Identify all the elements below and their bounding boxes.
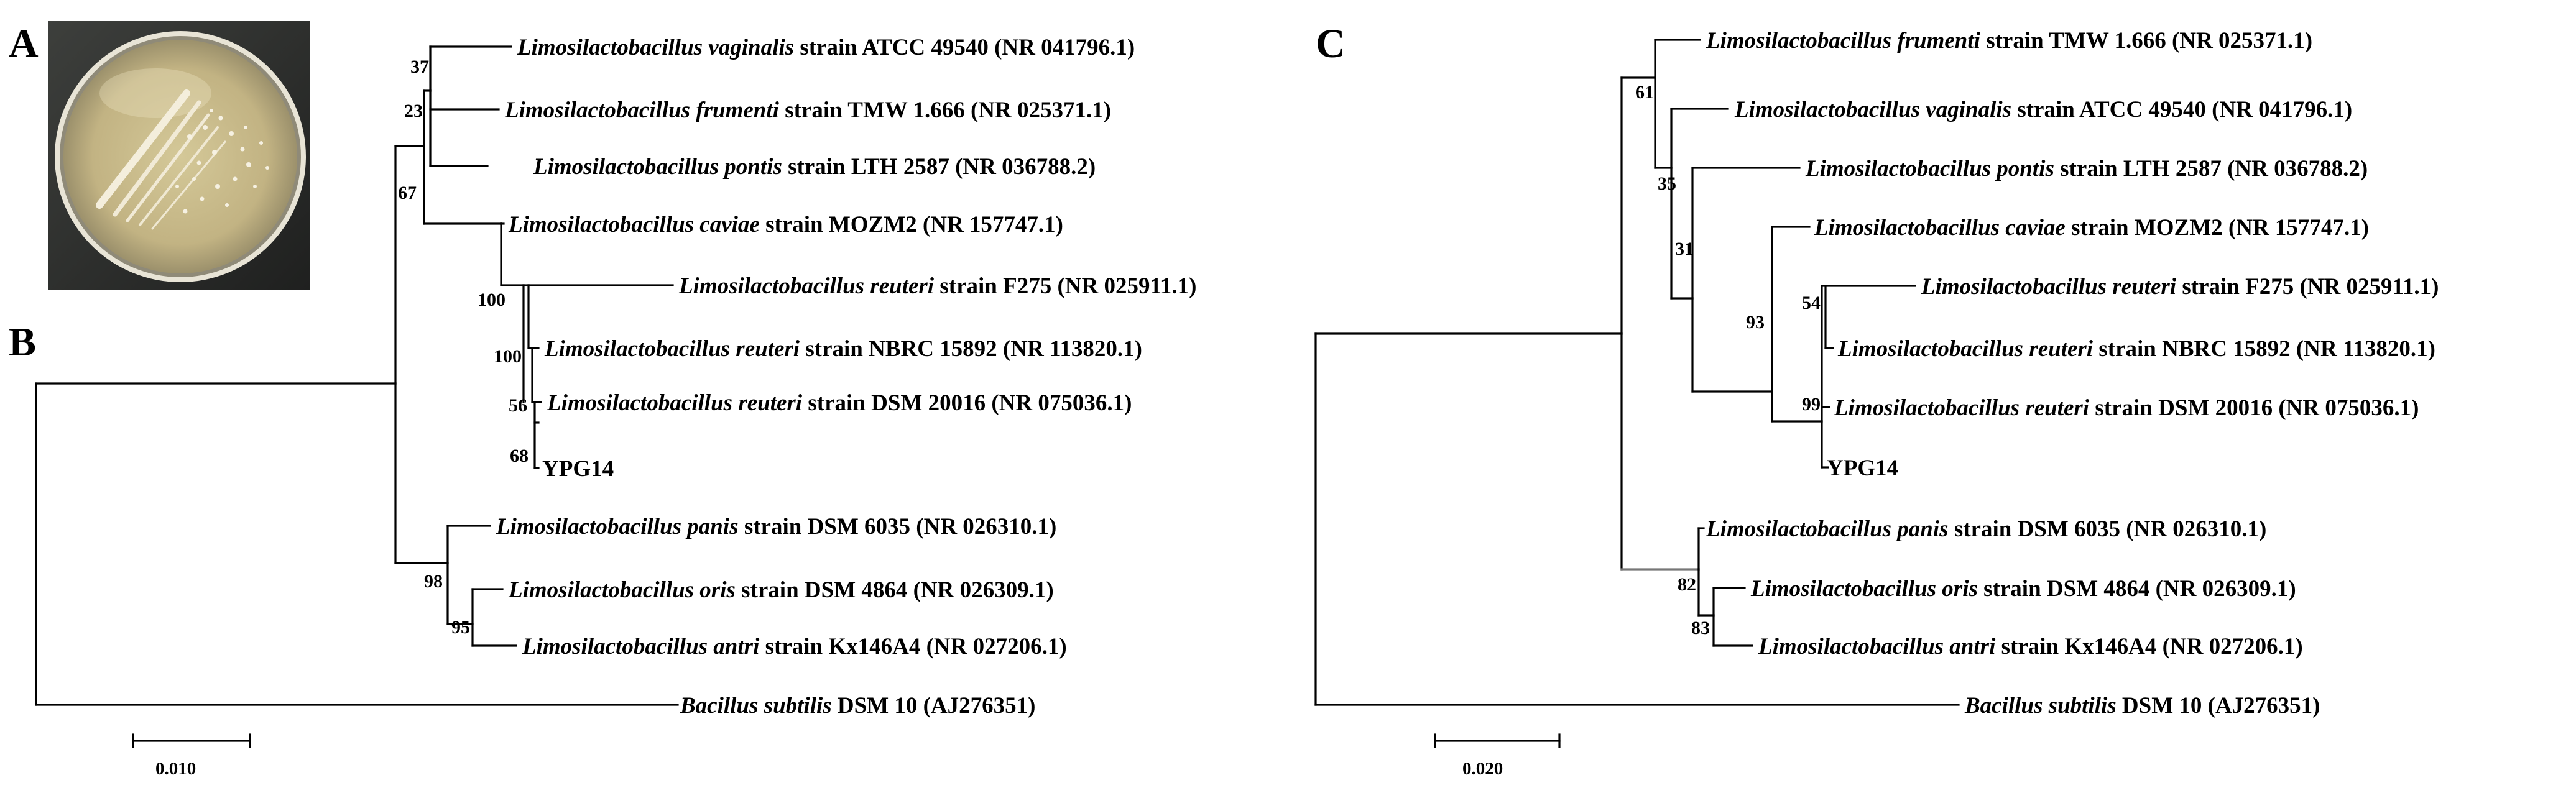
tree-b-scale-bar bbox=[132, 733, 251, 748]
tree-b-bootstrap: 100 bbox=[478, 290, 506, 310]
tree-c-bootstrap: 99 bbox=[1802, 394, 1821, 415]
tree-b-bootstrap: 56 bbox=[509, 395, 527, 416]
tree-c-tip-10: Limosilactobacillus oris strain DSM 4864… bbox=[1750, 576, 2296, 602]
tree-c-bootstrap: 82 bbox=[1678, 574, 1696, 595]
phylogenetic-tree-c: Limosilactobacillus frumenti strain TMW … bbox=[1314, 28, 2439, 779]
tree-c-tip-3: Limosilactobacillus pontis strain LTH 25… bbox=[1805, 156, 2368, 181]
tree-c-tip-4: Limosilactobacillus caviae strain MOZM2 … bbox=[1814, 215, 2369, 241]
phylogenetic-tree-b: Limosilactobacillus vaginalis strain ATC… bbox=[35, 35, 1197, 779]
tree-b-tip-3: Limosilactobacillus pontis strain LTH 25… bbox=[533, 154, 1096, 180]
tree-c-bootstrap: 61 bbox=[1635, 82, 1654, 103]
tree-c-bootstrap: 35 bbox=[1658, 173, 1676, 194]
panel-c-letter: C bbox=[1316, 21, 1346, 66]
tree-c-tip-5: Limosilactobacillus reuteri strain F275 … bbox=[1921, 274, 2439, 300]
tree-b-tip-12: Bacillus subtilis DSM 10 (AJ276351) bbox=[680, 693, 1036, 718]
tree-c-tip-12: Bacillus subtilis DSM 10 (AJ276351) bbox=[1964, 693, 2320, 718]
tree-b-tip-5: Limosilactobacillus reuteri strain F275 … bbox=[678, 273, 1197, 299]
tree-c-bootstrap: 83 bbox=[1691, 618, 1710, 638]
tree-c-tip-11: Limosilactobacillus antri strain Kx146A4… bbox=[1758, 634, 2303, 659]
tree-c-tip-2: Limosilactobacillus vaginalis strain ATC… bbox=[1734, 97, 2352, 122]
tree-b-tip-8: YPG14 bbox=[542, 456, 614, 482]
tree-c-scale-bar bbox=[1434, 733, 1561, 748]
tree-b-bootstrap: 23 bbox=[404, 101, 423, 121]
tree-b-bootstrap: 95 bbox=[451, 617, 470, 638]
culture-plate-photo bbox=[48, 21, 310, 290]
tree-b-bootstrap: 37 bbox=[410, 57, 429, 77]
tree-c-tip-6: Limosilactobacillus reuteri strain NBRC … bbox=[1837, 336, 2435, 362]
tree-b-tip-7: Limosilactobacillus reuteri strain DSM 2… bbox=[547, 390, 1132, 416]
tree-c-tip-7: Limosilactobacillus reuteri strain DSM 2… bbox=[1834, 395, 2419, 421]
tree-b-tip-2: Limosilactobacillus frumenti strain TMW … bbox=[504, 98, 1111, 123]
panel-b-letter: B bbox=[9, 319, 36, 365]
tree-c-tip-8: YPG14 bbox=[1827, 456, 1898, 481]
tree-b-tip-6: Limosilactobacillus reuteri strain NBRC … bbox=[544, 336, 1142, 362]
tree-b-bootstrap: 67 bbox=[398, 183, 417, 203]
tree-b-scale-label: 0.010 bbox=[155, 759, 196, 779]
tree-b-bootstrap: 100 bbox=[494, 346, 522, 367]
tree-b-bootstrap: 68 bbox=[510, 446, 529, 466]
tree-b-tip-4: Limosilactobacillus caviae strain MOZM2 … bbox=[508, 212, 1063, 237]
panel-a-letter: A bbox=[9, 21, 39, 66]
tree-b-tip-10: Limosilactobacillus oris strain DSM 4864… bbox=[508, 577, 1054, 603]
tree-c-tip-1: Limosilactobacillus frumenti strain TMW … bbox=[1706, 28, 2312, 53]
tree-b-tip-11: Limosilactobacillus antri strain Kx146A4… bbox=[522, 634, 1067, 659]
tree-c-bootstrap: 93 bbox=[1746, 312, 1765, 332]
tree-b-tip-9: Limosilactobacillus panis strain DSM 603… bbox=[496, 514, 1056, 539]
tree-c-bootstrap: 54 bbox=[1802, 293, 1821, 313]
tree-c-tip-9: Limosilactobacillus panis strain DSM 603… bbox=[1706, 516, 2266, 542]
tree-c-scale-label: 0.020 bbox=[1462, 759, 1503, 779]
tree-c-bootstrap: 31 bbox=[1675, 239, 1694, 259]
tree-b-bootstrap: 98 bbox=[424, 571, 443, 592]
tree-b-tip-1: Limosilactobacillus vaginalis strain ATC… bbox=[517, 35, 1135, 60]
